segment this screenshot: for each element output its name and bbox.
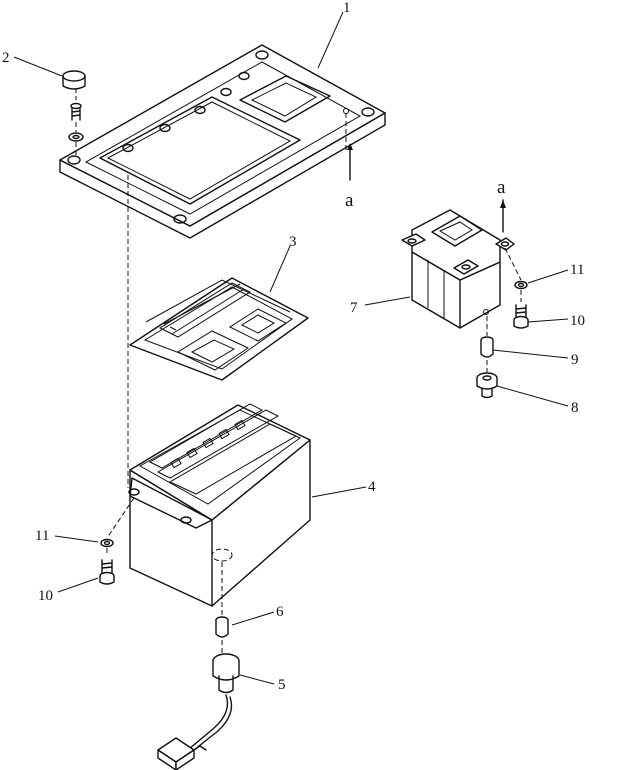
- gauge-housing: [128, 403, 311, 607]
- ref-arrow-a-right: a: [497, 177, 506, 233]
- callout-11-right: 11: [570, 262, 584, 278]
- callout-3: 3: [289, 234, 297, 250]
- lamp-socket-harness: [157, 653, 240, 770]
- callout-1: 1: [343, 0, 351, 16]
- bolt-washer-right: [513, 280, 529, 329]
- ref-label-a-right: a: [497, 177, 506, 198]
- callout-9: 9: [571, 352, 579, 368]
- callout-5: 5: [278, 677, 286, 693]
- assembly-lines: [75, 88, 522, 655]
- small-bulb: [480, 336, 494, 358]
- cover-panel: [59, 44, 386, 239]
- relay-box: [401, 209, 515, 329]
- ref-arrow-a-top: a: [345, 143, 354, 211]
- bolt-washer-left: [99, 538, 115, 585]
- callout-11-left: 11: [35, 528, 49, 544]
- callout-10-left: 10: [38, 588, 53, 604]
- switch: [476, 372, 498, 399]
- callout-8: 8: [571, 400, 579, 416]
- bulb: [215, 616, 229, 638]
- callout-7: 7: [350, 300, 358, 316]
- callout-6: 6: [276, 604, 284, 620]
- cap-knob: [62, 70, 86, 142]
- ref-label-a-top: a: [345, 190, 354, 211]
- callout-2: 2: [2, 50, 10, 66]
- display-board: [129, 277, 309, 381]
- leader-lines: [13, 11, 569, 685]
- callout-10-right: 10: [570, 313, 585, 329]
- callout-labels: 1 2 3 4 5 6 7 8 9 10 11 11 10: [2, 0, 585, 693]
- callout-4: 4: [368, 479, 376, 495]
